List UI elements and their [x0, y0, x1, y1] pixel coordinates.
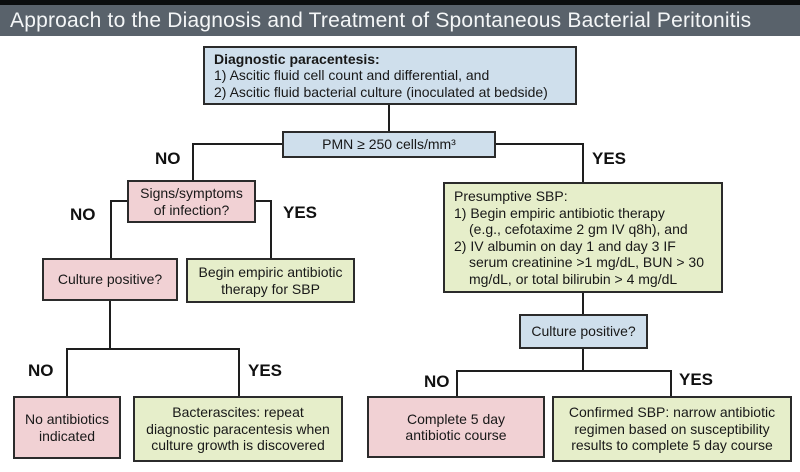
connector-pmn-yes-h	[496, 143, 584, 145]
connector-cultureleft-down	[109, 301, 111, 350]
node-culture-positive-left: Culture positive?	[42, 258, 178, 301]
node-confirmed-sbp: Confirmed SBP: narrow antibiotic regimen…	[552, 396, 792, 462]
node-presumptive-line-3: (e.g., cefotaxime 2 gm IV q8h), and	[469, 221, 688, 237]
node-no-antibiotics: No antibiotics indicated	[13, 396, 121, 459]
node-pmn-text: PMN ≥ 250 cells/mm³	[322, 136, 456, 153]
node-presumptive-line-5: serum creatinine >1 mg/dL, BUN > 30	[469, 254, 705, 270]
connector-cultureleft-yes-v	[238, 348, 240, 396]
connector-signs-no-h	[110, 200, 129, 202]
node-signs-line-1: Signs/symptoms	[140, 185, 243, 201]
branch-label-no-cultureleft: NO	[28, 361, 54, 380]
connector-diagnostic-to-pmn	[388, 105, 390, 132]
node-presumptive-sbp: Presumptive SBP: 1) Begin empiric antibi…	[443, 182, 723, 293]
connector-signs-no-v	[110, 200, 112, 258]
node-begin-empiric-therapy: Begin empiric antibiotic therapy for SBP	[186, 258, 355, 303]
node-bacterascites: Bacterascites: repeat diagnostic paracen…	[133, 396, 343, 462]
connector-presumptive-down	[582, 293, 584, 314]
branch-label-yes-pmn: YES	[592, 149, 627, 168]
node-confirmed-line-1: Confirmed SBP: narrow antibiotic	[568, 404, 776, 421]
node-diagnostic-paracentesis: Diagnostic paracentesis: 1) Ascitic flui…	[203, 46, 577, 105]
node-presumptive-line-2: 1) Begin empiric antibiotic therapy	[454, 204, 665, 221]
node-diagnostic-item-2: 2) Ascitic fluid bacterial culture (inoc…	[214, 83, 548, 100]
connector-cultureright-yes-v	[670, 370, 672, 396]
page-title: Approach to the Diagnosis and Treatment …	[10, 9, 752, 32]
connector-signs-yes-v	[270, 200, 272, 258]
connector-pmn-no-h	[192, 143, 284, 145]
node-diagnostic-heading: Diagnostic paracentesis:	[214, 50, 380, 67]
node-complete-course: Complete 5 day antibiotic course	[367, 396, 545, 458]
node-confirmed-line-2: regimen based on susceptibility	[574, 420, 770, 437]
branch-label-no-pmn: NO	[155, 149, 181, 168]
node-signs-line-2: of infection?	[153, 201, 230, 218]
node-signs-symptoms: Signs/symptoms of infection?	[127, 180, 256, 223]
node-presumptive-line-6: mg/dL, or total bilirubin > 4 mg/dL	[469, 270, 678, 287]
node-complete-course-line-2: antibiotic course	[405, 427, 507, 443]
connector-cultureleft-branch-h	[66, 348, 240, 350]
branch-label-yes-cultureright: YES	[679, 370, 714, 389]
node-presumptive-line-4: 2) IV albumin on day 1 and day 3 IF	[454, 237, 676, 254]
top-border-strip	[0, 0, 800, 5]
node-bacterascites-line-3: culture growth is discovered	[151, 437, 325, 454]
node-confirmed-line-3: results to complete 5 day course	[571, 437, 773, 454]
node-bacterascites-line-1: Bacterascites: repeat	[172, 404, 304, 421]
node-culture-positive-right: Culture positive?	[519, 314, 648, 349]
connector-pmn-yes-v	[582, 143, 584, 183]
connector-signs-yes-h	[254, 200, 272, 202]
node-no-antibiotics-line-1: No antibiotics	[24, 411, 110, 427]
node-culture-right-text: Culture positive?	[531, 323, 636, 340]
node-begin-empiric-line-1: Begin empiric antibiotic	[198, 264, 343, 280]
connector-pmn-no-v	[192, 143, 194, 181]
node-bacterascites-line-2: diagnostic paracentesis when	[146, 420, 330, 437]
node-presumptive-line-1: Presumptive SBP:	[454, 188, 568, 204]
branch-label-yes-cultureleft: YES	[248, 361, 283, 380]
connector-cultureright-branch-h	[456, 370, 672, 372]
branch-label-no-signs: NO	[70, 205, 96, 224]
branch-label-yes-signs: YES	[283, 203, 318, 222]
node-begin-empiric-line-2: therapy for SBP	[221, 280, 320, 297]
connector-cultureright-down	[582, 349, 584, 372]
node-diagnostic-item-1: 1) Ascitic fluid cell count and differen…	[214, 67, 490, 84]
node-complete-course-line-1: Complete 5 day	[406, 410, 506, 427]
node-no-antibiotics-line-2: indicated	[38, 427, 96, 444]
connector-cultureleft-no-v	[66, 348, 68, 396]
title-bar: Approach to the Diagnosis and Treatment …	[0, 5, 800, 36]
node-culture-left-text: Culture positive?	[57, 271, 163, 288]
connector-cultureright-no-v	[456, 370, 458, 396]
branch-label-no-cultureright: NO	[424, 372, 450, 391]
node-pmn-threshold: PMN ≥ 250 cells/mm³	[282, 131, 496, 158]
